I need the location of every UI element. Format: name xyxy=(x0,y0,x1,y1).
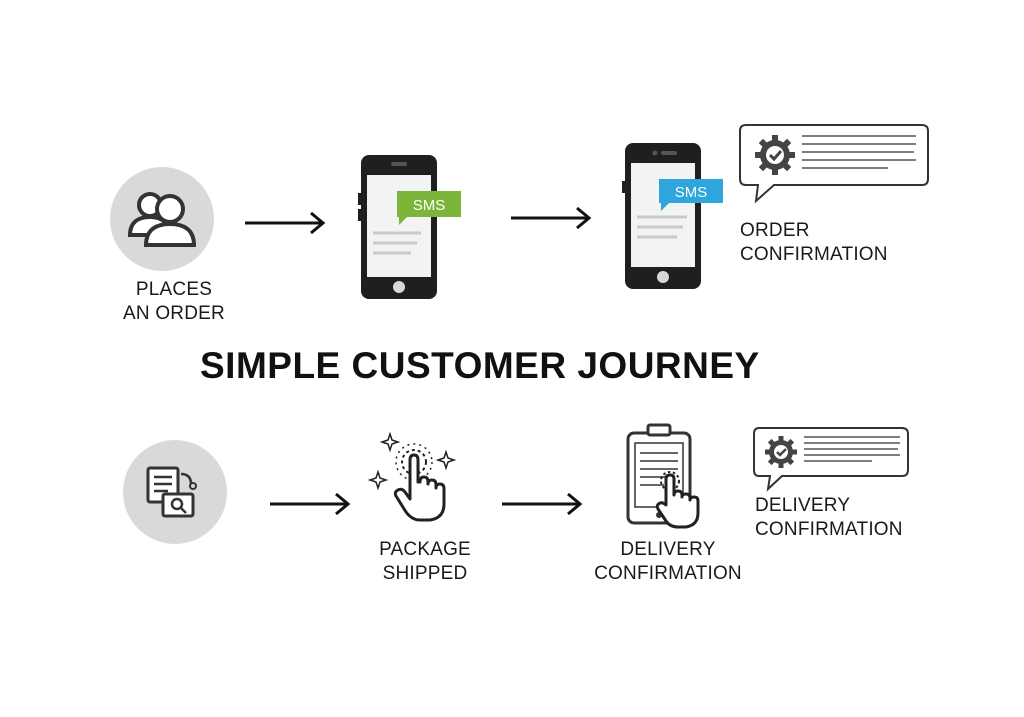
sms-badge-blue xyxy=(659,179,723,211)
arrow-right-icon xyxy=(502,492,583,516)
users-icon xyxy=(110,167,214,271)
smartphone-icon: SMS xyxy=(622,143,723,289)
delivery-tap-label: DELIVERY CONFIRMATION xyxy=(594,539,742,584)
tablet-tap-icon xyxy=(626,423,700,529)
arrow-right-icon xyxy=(245,211,326,235)
page-title: SIMPLE CUSTOMER JOURNEY xyxy=(200,345,760,386)
package-shipped-label: PACKAGE SHIPPED xyxy=(379,539,471,584)
svg-text:SMS: SMS xyxy=(413,197,446,214)
gear-check-message-icon xyxy=(739,124,929,204)
delivery-confirmation-label: DELIVERY CONFIRMATION xyxy=(755,495,903,540)
sms-badge-green xyxy=(397,191,461,225)
arrow-right-icon xyxy=(270,492,351,516)
svg-text:SMS: SMS xyxy=(675,184,708,201)
order-confirmation-label: ORDER CONFIRMATION xyxy=(740,220,888,265)
document-search-icon xyxy=(123,440,227,544)
places-order-label: PLACES AN ORDER xyxy=(123,279,225,324)
arrow-right-icon xyxy=(511,206,592,230)
tap-hand-icon xyxy=(367,431,457,522)
smartphone-icon: SMS xyxy=(358,155,461,299)
gear-check-message-icon xyxy=(753,427,909,492)
